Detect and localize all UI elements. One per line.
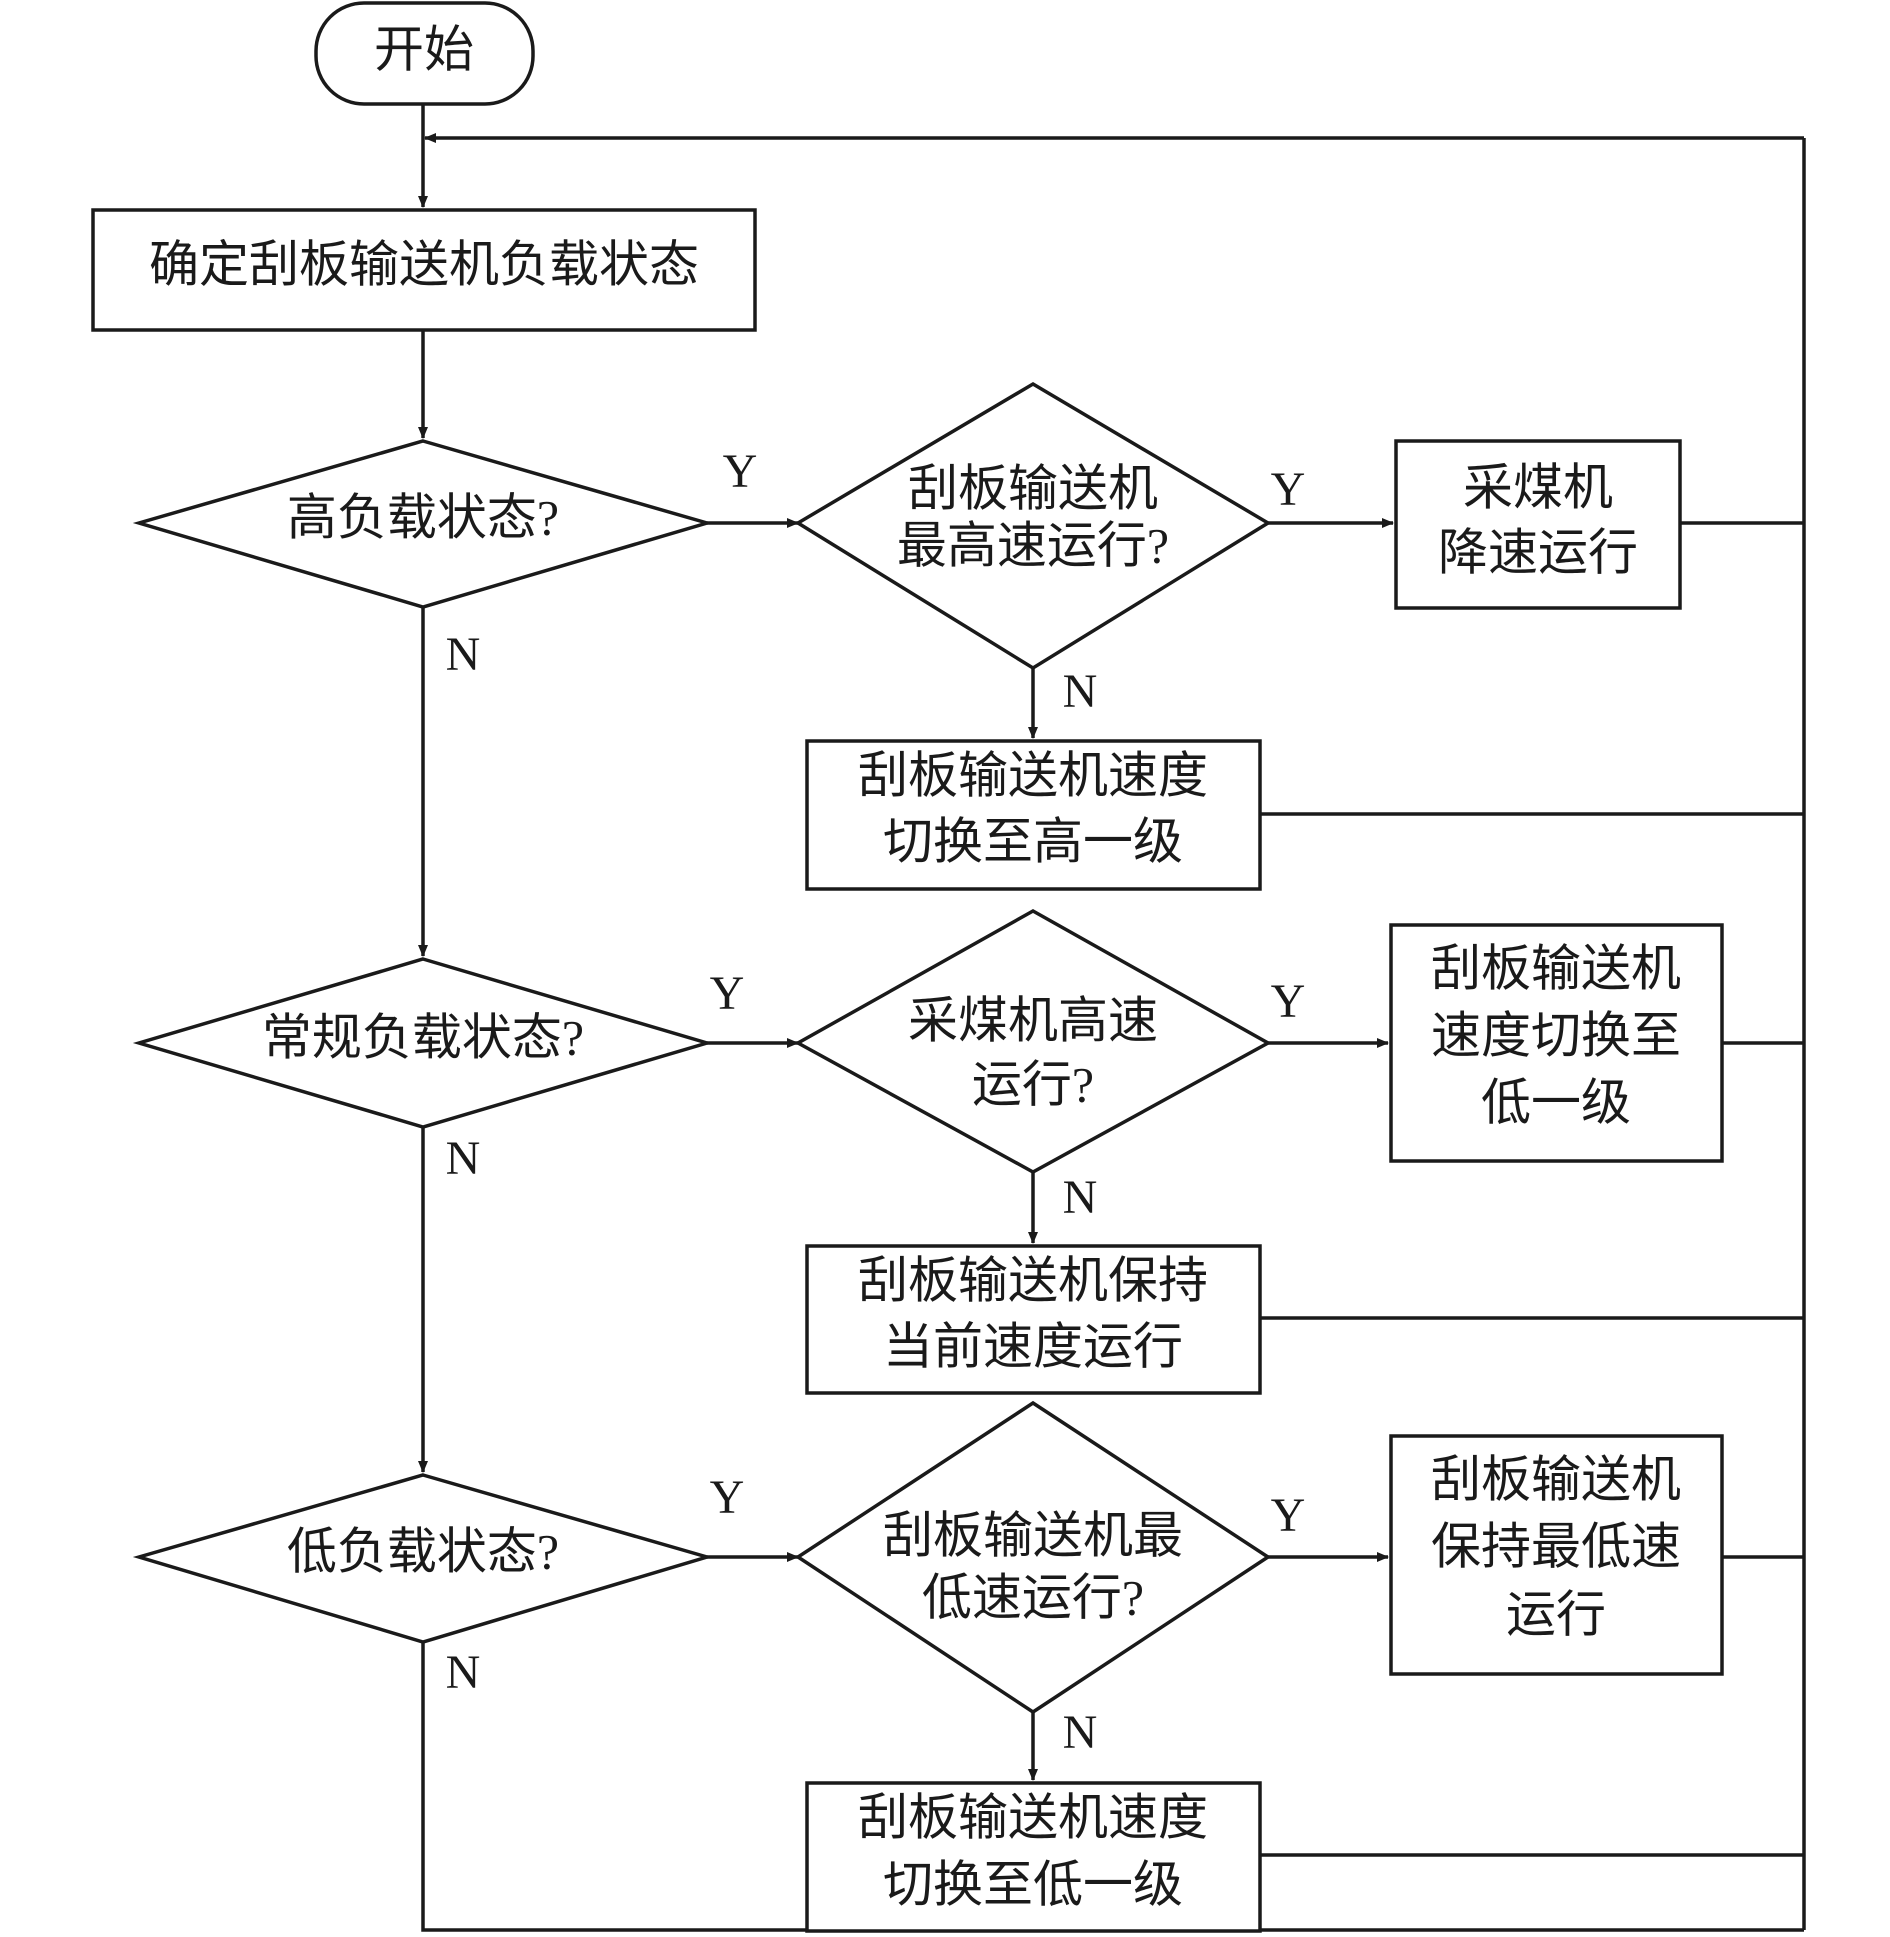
normal-load-decision: 常规负载状态?	[132, 957, 714, 1129]
shearer-slow-box: 采煤机 降速运行	[1394, 439, 1682, 610]
keep-min-line1: 刮板输送机	[1431, 1451, 1681, 1507]
shearerfast-no-label: N	[1063, 1171, 1098, 1224]
min-speed-decision: 刮板输送机最 低速运行?	[794, 1400, 1272, 1715]
shearer-slow-line2: 降速运行	[1438, 524, 1638, 580]
normal-load-label: 常规负载状态?	[262, 1009, 584, 1065]
nodes: 开始 确定刮板输送机负载状态 高负载状态? 刮板输送机 最高速运行? 采煤机 降…	[91, 1, 1724, 1933]
start-terminal: 开始	[314, 1, 535, 106]
speed-down-1-line3: 低一级	[1481, 1074, 1631, 1130]
keep-min-line3: 运行	[1506, 1586, 1606, 1642]
edge-labels: Y Y N N Y Y N N Y Y N N	[446, 445, 1306, 1759]
lowmin-no-label: N	[1063, 1706, 1098, 1759]
high-no-label: N	[446, 628, 481, 681]
speed-down-2-line1: 刮板输送机速度	[858, 1789, 1208, 1845]
min-speed-line2: 低速运行?	[922, 1569, 1144, 1625]
highmax-no-label: N	[1063, 665, 1098, 718]
low-no-label: N	[446, 1646, 481, 1699]
high-yes-label: Y	[723, 445, 758, 498]
speed-up-box: 刮板输送机速度 切换至高一级	[805, 739, 1262, 891]
keep-current-box: 刮板输送机保持 当前速度运行	[805, 1244, 1262, 1395]
edge-low-no	[421, 1642, 1804, 1932]
low-load-label: 低负载状态?	[287, 1523, 559, 1579]
connectors	[418, 104, 1806, 1932]
max-speed-line1: 刮板输送机	[908, 460, 1158, 516]
determine-load-box: 确定刮板输送机负载状态	[91, 208, 757, 332]
start-label: 开始	[374, 21, 474, 77]
keep-min-box: 刮板输送机 保持最低速 运行	[1389, 1434, 1724, 1676]
speed-down-1-line2: 速度切换至	[1431, 1007, 1681, 1063]
high-load-label: 高负载状态?	[287, 489, 559, 545]
keep-current-line1: 刮板输送机保持	[858, 1252, 1208, 1308]
keep-min-line2: 保持最低速	[1431, 1518, 1681, 1574]
max-speed-decision: 刮板输送机 最高速运行?	[794, 381, 1272, 671]
shearerfast-yes-label: Y	[1271, 975, 1306, 1028]
max-speed-line2: 最高速运行?	[897, 517, 1169, 573]
shearer-slow-line1: 采煤机	[1463, 459, 1613, 515]
speed-down-box-2: 刮板输送机速度 切换至低一级	[805, 1781, 1262, 1933]
speed-down-1-line1: 刮板输送机	[1431, 940, 1681, 996]
shearer-fast-decision: 采煤机高速 运行?	[794, 908, 1272, 1174]
shearer-fast-line1: 采煤机高速	[908, 992, 1158, 1048]
speed-up-line2: 切换至高一级	[883, 813, 1183, 869]
speed-down-2-line2: 切换至低一级	[883, 1856, 1183, 1912]
keep-current-line2: 当前速度运行	[883, 1318, 1183, 1374]
normal-no-label: N	[446, 1132, 481, 1185]
low-yes-label: Y	[710, 1471, 745, 1524]
high-load-decision: 高负载状态?	[132, 439, 714, 609]
determine-load-label: 确定刮板输送机负载状态	[149, 236, 699, 292]
speed-up-line1: 刮板输送机速度	[858, 747, 1208, 803]
lowmin-yes-label: Y	[1271, 1489, 1306, 1542]
highmax-yes-label: Y	[1271, 463, 1306, 516]
low-load-decision: 低负载状态?	[132, 1473, 714, 1644]
min-speed-line1: 刮板输送机最	[883, 1507, 1183, 1563]
speed-down-box-1: 刮板输送机 速度切换至 低一级	[1389, 923, 1724, 1163]
normal-yes-label: Y	[710, 967, 745, 1020]
shearer-fast-line2: 运行?	[972, 1056, 1094, 1112]
